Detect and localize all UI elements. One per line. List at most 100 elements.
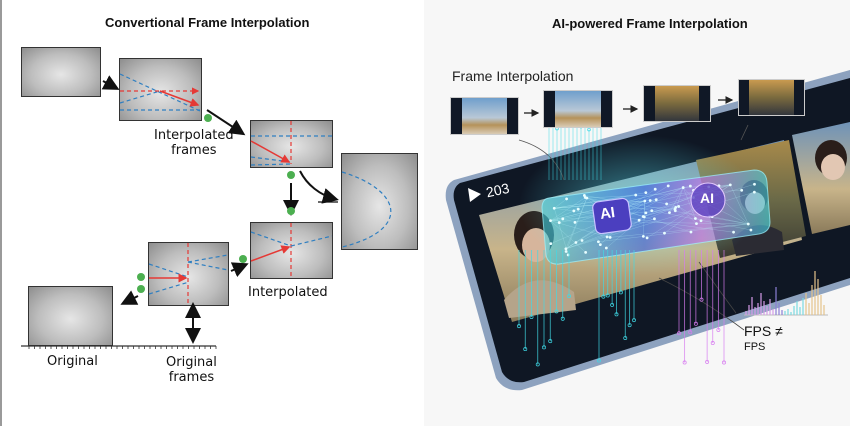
network-node	[608, 235, 612, 239]
data-stream-node	[716, 327, 721, 332]
data-stream-node	[627, 323, 632, 328]
ai-badge-1	[592, 197, 632, 235]
network-node	[663, 231, 666, 235]
timeline-ruler	[21, 345, 217, 349]
network-edge	[565, 197, 588, 252]
conventional-title: Convertional Frame Interpolation	[105, 15, 310, 30]
network-node	[668, 211, 671, 214]
arrow-3	[299, 170, 339, 204]
data-stream-node	[601, 294, 606, 299]
network-node	[677, 205, 681, 208]
arrow-6	[120, 290, 139, 305]
network-edge	[610, 223, 749, 238]
ai-panel: AI-powered Frame Interpolation Frame Int…	[424, 0, 850, 426]
tablet-device	[445, 70, 850, 391]
network-node	[645, 236, 649, 240]
data-stream-node	[693, 321, 698, 326]
data-stream-node	[632, 318, 636, 323]
data-stream-node	[705, 359, 710, 364]
network-node	[673, 209, 677, 213]
network-edge	[554, 192, 646, 209]
data-stream-node	[529, 315, 534, 319]
network-edge	[554, 198, 567, 209]
network-node	[565, 197, 568, 201]
network-edge	[678, 206, 702, 221]
frame3-guides	[250, 223, 333, 278]
network-edge	[565, 218, 655, 250]
fps-label-1: FPS ≠	[744, 323, 783, 339]
data-stream-node	[548, 339, 553, 344]
network-node	[564, 250, 568, 253]
marker-dot	[239, 255, 247, 263]
data-stream-node	[567, 294, 571, 299]
network-edge	[573, 197, 588, 212]
network-node	[650, 209, 654, 213]
network-edge	[550, 220, 749, 225]
network-node	[597, 240, 600, 244]
frame-original-2	[28, 286, 113, 346]
label-line: frames	[171, 143, 217, 158]
label-line: frames	[168, 370, 215, 385]
network-node	[604, 246, 608, 250]
fps-histogram	[744, 271, 828, 316]
data-stream-node	[560, 316, 565, 321]
arrow-2	[206, 109, 246, 136]
network-edge	[682, 187, 696, 219]
thumbnail-arrows	[524, 96, 734, 117]
data-stream-node	[682, 360, 687, 365]
data-stream-node	[535, 362, 540, 367]
data-stream-node	[677, 331, 681, 336]
frame-curve	[341, 153, 418, 250]
network-node	[644, 211, 648, 215]
network-node	[695, 222, 698, 225]
frame-original-1	[21, 47, 101, 97]
network-node	[641, 215, 645, 218]
thumbnail-frame-2	[543, 90, 613, 128]
network-edge	[650, 200, 679, 207]
marker-dot	[204, 114, 212, 122]
network-edge	[606, 216, 644, 249]
label-line: Interpolated	[154, 128, 234, 143]
label-original-frames: Original frames	[166, 355, 217, 385]
network-edge	[550, 220, 586, 253]
frame-interpolation-subtitle: Frame Interpolation	[452, 68, 574, 84]
network-node	[643, 199, 647, 203]
network-edge	[643, 207, 676, 217]
network-node	[653, 217, 656, 221]
data-stream-node	[623, 336, 628, 340]
network-node	[576, 207, 580, 211]
ai-title: AI-powered Frame Interpolation	[552, 16, 748, 31]
connector-line	[518, 139, 565, 181]
network-edge	[712, 216, 749, 225]
network-edge	[643, 216, 692, 233]
connector-line	[740, 124, 749, 141]
fps-label-2: FPS	[744, 341, 766, 353]
network-edge	[643, 206, 679, 217]
data-stream-node	[618, 290, 623, 295]
network-node	[728, 183, 732, 187]
data-stream-node	[605, 293, 610, 298]
connector-line	[658, 277, 745, 331]
network-edge	[554, 208, 569, 256]
ai-badge-label-2: AI	[700, 190, 714, 206]
network-node	[598, 243, 602, 247]
network-edge	[730, 184, 749, 225]
data-stream-node	[523, 347, 528, 352]
network-node	[694, 217, 697, 220]
network-node	[564, 247, 568, 251]
data-stream-node	[699, 297, 704, 302]
network-node	[688, 184, 692, 188]
network-node	[740, 188, 744, 192]
network-node	[752, 190, 756, 194]
frame4-guides	[148, 243, 229, 305]
network-node	[552, 206, 556, 210]
data-stream-node	[722, 360, 726, 365]
marker-dot	[137, 285, 145, 293]
data-stream-node	[587, 127, 591, 132]
conventional-panel: Convertional Frame Interpolation	[0, 0, 424, 426]
network-node	[549, 219, 552, 223]
network-node	[689, 230, 693, 234]
network-node	[637, 218, 641, 222]
network-edge	[678, 206, 697, 224]
network-node	[654, 198, 658, 202]
